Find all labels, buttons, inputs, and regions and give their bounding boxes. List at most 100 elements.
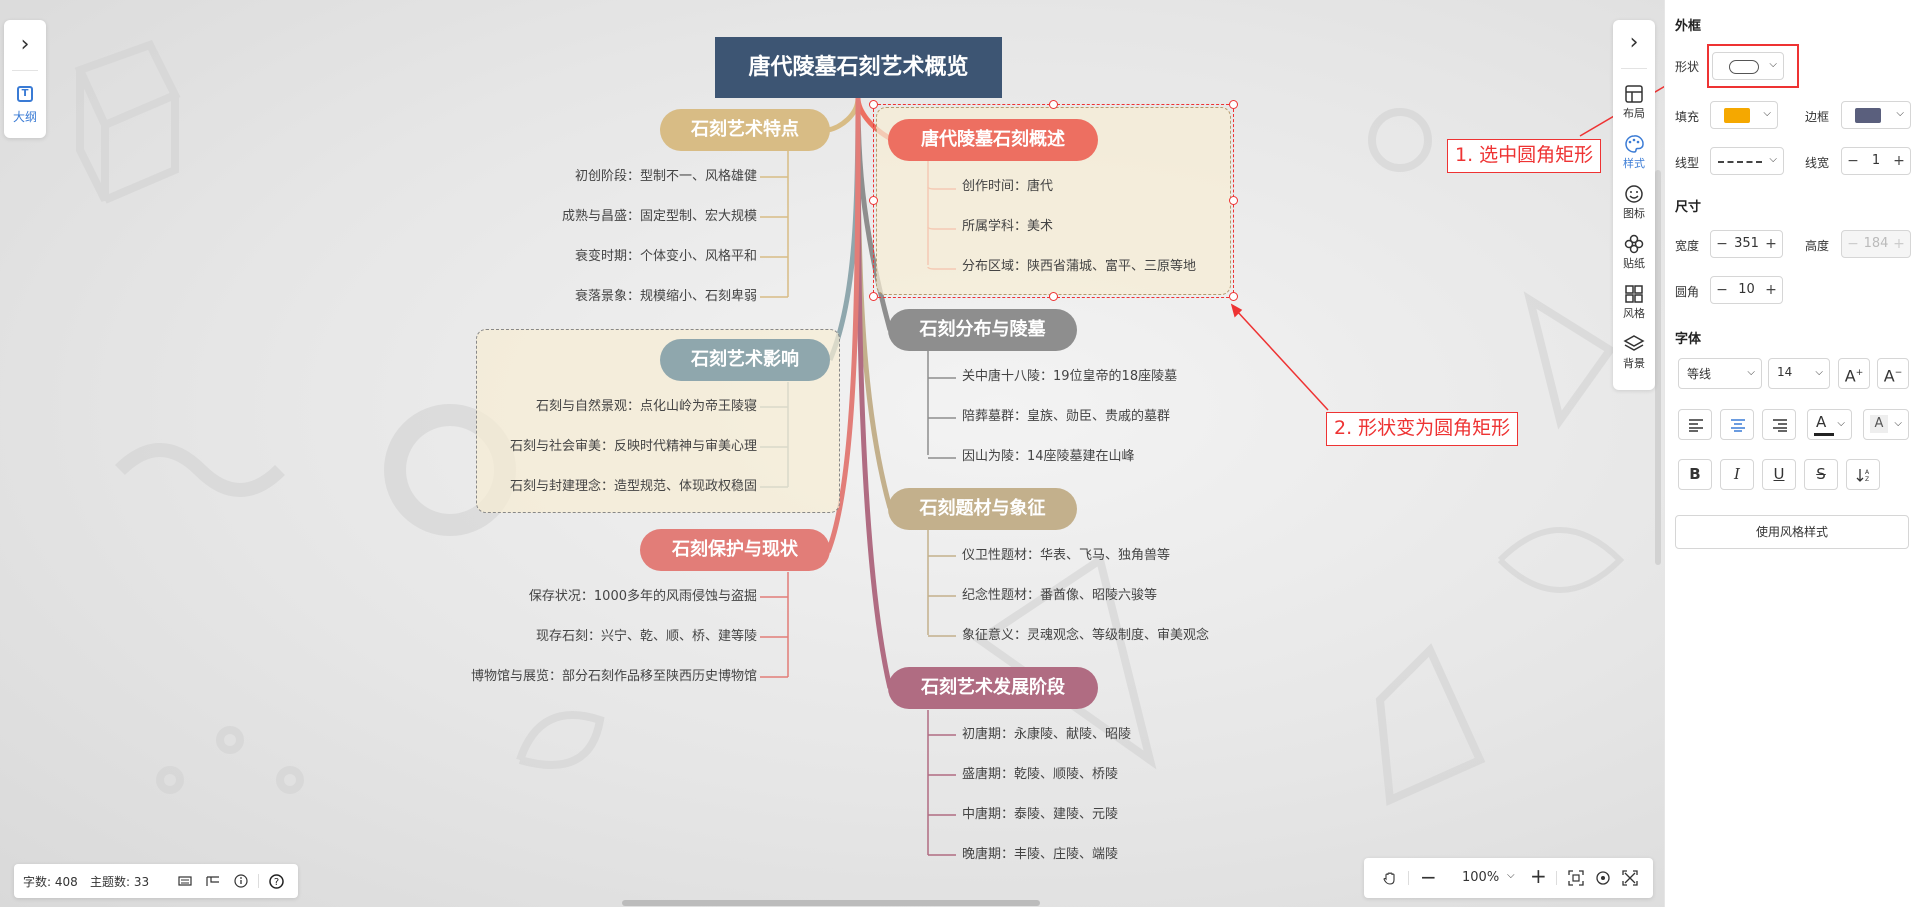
- shape-label: 形状: [1675, 60, 1700, 74]
- structure-icon[interactable]: [206, 875, 220, 887]
- sort-icon: AZ: [1856, 469, 1870, 483]
- decrement-button[interactable]: −: [1847, 153, 1859, 169]
- topic-subjects[interactable]: 石刻题材与象征: [888, 488, 1077, 530]
- tool-style[interactable]: 样式: [1613, 134, 1655, 171]
- root-topic[interactable]: 唐代陵墓石刻艺术概览: [715, 37, 1002, 98]
- topic-overview[interactable]: 唐代陵墓石刻概述: [888, 119, 1098, 161]
- topic-preservation[interactable]: 石刻保护与现状: [640, 529, 830, 571]
- leaf-node[interactable]: 初创阶段：型制不一、风格雄健: [574, 169, 757, 184]
- leaf-node[interactable]: 衰变时期：个体变小、风格平和: [574, 249, 757, 264]
- chevron-down-icon[interactable]: ⌵: [1507, 870, 1515, 881]
- topic-distribution[interactable]: 石刻分布与陵墓: [888, 309, 1077, 351]
- leaf-node[interactable]: 仪卫性题材：华表、飞马、独角兽等: [962, 548, 1171, 563]
- resize-handle[interactable]: [1049, 292, 1058, 301]
- leaf-node[interactable]: 石刻与社会审美：反映时代精神与审美心理: [509, 439, 757, 454]
- increment-button[interactable]: +: [1765, 282, 1777, 298]
- zoom-level[interactable]: 100%: [1462, 870, 1500, 885]
- fit-screen-icon[interactable]: [1568, 870, 1584, 886]
- leaf-node[interactable]: 所属学科：美术: [962, 219, 1054, 234]
- increment-button[interactable]: +: [1765, 236, 1777, 252]
- apply-style-button[interactable]: 使用风格样式: [1675, 515, 1909, 549]
- line-type-select[interactable]: ⌵: [1710, 147, 1784, 175]
- width-stepper[interactable]: − 351 +: [1710, 230, 1783, 258]
- leaf-node[interactable]: 衰落景象：规模缩小、石刻卑弱: [574, 289, 757, 304]
- tool-layout[interactable]: 布局: [1613, 84, 1655, 121]
- resize-handle[interactable]: [869, 292, 878, 301]
- hand-icon[interactable]: [1382, 870, 1398, 886]
- leaf-node[interactable]: 现存石刻：兴宁、乾、顺、桥、建等陵: [535, 629, 757, 644]
- font-size-select[interactable]: 14 ⌵: [1768, 358, 1830, 389]
- resize-handle[interactable]: [1229, 292, 1238, 301]
- increase-font-button[interactable]: A+: [1838, 358, 1870, 389]
- tool-background[interactable]: 背景: [1613, 334, 1655, 371]
- leaf-node[interactable]: 因山为陵：14座陵墓建在山峰: [962, 449, 1135, 464]
- decrement-button: −: [1847, 236, 1859, 252]
- font-family-select[interactable]: 等线 ⌵: [1678, 358, 1762, 389]
- leaf-node[interactable]: 象征意义：灵魂观念、等级制度、审美观念: [962, 628, 1210, 643]
- help-icon[interactable]: ?: [269, 874, 284, 889]
- vertical-scrollbar[interactable]: [1655, 170, 1661, 565]
- italic-button[interactable]: I: [1720, 459, 1754, 490]
- increment-button[interactable]: +: [1893, 153, 1905, 169]
- resize-handle[interactable]: [1049, 100, 1058, 109]
- keyboard-icon[interactable]: [178, 875, 192, 887]
- resize-handle[interactable]: [1229, 100, 1238, 109]
- tool-sticker[interactable]: 贴纸: [1613, 234, 1655, 271]
- leaf-node[interactable]: 创作时间：唐代: [962, 179, 1054, 194]
- border-color-select[interactable]: ⌵: [1841, 101, 1911, 129]
- leaf-node[interactable]: 博物馆与展览：部分石刻作品移至陕西历史博物馆: [470, 669, 757, 684]
- topic-stages[interactable]: 石刻艺术发展阶段: [888, 667, 1098, 709]
- leaf-node[interactable]: 纪念性题材：番酋像、昭陵六骏等: [962, 588, 1158, 603]
- locate-center-icon[interactable]: [1595, 870, 1611, 886]
- decrement-button[interactable]: −: [1716, 236, 1728, 252]
- leaf-node[interactable]: 石刻与封建理念：造型规范、体现政权稳固: [509, 479, 757, 494]
- leaf-node[interactable]: 晚唐期：丰陵、庄陵、端陵: [962, 847, 1119, 862]
- leaf-node[interactable]: 陪葬墓群：皇族、勋臣、贵戚的墓群: [962, 409, 1171, 424]
- zoom-out-button[interactable]: −: [1420, 865, 1437, 889]
- align-center-button[interactable]: [1720, 409, 1754, 440]
- align-right-button[interactable]: [1762, 409, 1796, 440]
- underline-button[interactable]: U: [1762, 459, 1796, 490]
- tool-label: 背景: [1623, 357, 1645, 370]
- strikethrough-button[interactable]: S: [1804, 459, 1838, 490]
- zoom-in-button[interactable]: +: [1530, 864, 1547, 888]
- mindmap-canvas[interactable]: 唐代陵墓石刻艺术概览 唐代陵墓石刻概述 创作时间：唐代 所属学科：美术 分布区域…: [0, 0, 1664, 907]
- leaf-node[interactable]: 盛唐期：乾陵、顺陵、桥陵: [962, 767, 1119, 782]
- grid-style-icon: [1625, 285, 1643, 303]
- leaf-node[interactable]: 初唐期：永康陵、献陵、昭陵: [962, 727, 1132, 742]
- expand-panel-button[interactable]: ›: [20, 32, 30, 57]
- fill-color-select[interactable]: ⌵: [1710, 101, 1778, 129]
- leaf-node[interactable]: 保存状况：1000多年的风雨侵蚀与盗掘: [528, 589, 757, 604]
- leaf-node[interactable]: 石刻与自然景观：点化山岭为帝王陵寝: [535, 399, 757, 414]
- resize-handle[interactable]: [869, 100, 878, 109]
- corner-radius-value[interactable]: 10: [1738, 282, 1755, 297]
- leaf-node[interactable]: 中唐期：泰陵、建陵、元陵: [962, 807, 1119, 822]
- horizontal-scrollbar[interactable]: [622, 900, 1040, 906]
- topic-influence[interactable]: 石刻艺术影响: [660, 339, 830, 381]
- width-value[interactable]: 351: [1734, 236, 1759, 251]
- topic-features[interactable]: 石刻艺术特点: [660, 109, 830, 151]
- outline-label[interactable]: 大纲: [12, 110, 37, 124]
- tool-theme[interactable]: 风格: [1613, 284, 1655, 321]
- fullscreen-icon[interactable]: [1622, 870, 1638, 886]
- text-color-select[interactable]: A ⌵: [1807, 409, 1852, 440]
- leaf-node[interactable]: 成熟与昌盛：固定型制、宏大规模: [561, 209, 757, 224]
- collapse-panel-button[interactable]: ›: [1629, 30, 1639, 55]
- line-width-value[interactable]: 1: [1871, 153, 1881, 168]
- resize-handle[interactable]: [1229, 196, 1238, 205]
- decrease-font-button[interactable]: A−: [1877, 358, 1909, 389]
- leaf-node[interactable]: 分布区域：陕西省蒲城、富平、三原等地: [962, 259, 1197, 274]
- resize-handle[interactable]: [869, 196, 878, 205]
- line-width-stepper[interactable]: − 1 +: [1841, 147, 1911, 175]
- outline-icon[interactable]: T: [17, 86, 33, 102]
- info-icon[interactable]: [234, 874, 248, 888]
- shape-select[interactable]: ⌵: [1712, 52, 1784, 80]
- highlight-color-select[interactable]: A ⌵: [1863, 409, 1909, 440]
- decrement-button[interactable]: −: [1716, 282, 1728, 298]
- corner-radius-stepper[interactable]: − 10 +: [1710, 276, 1783, 304]
- align-left-button[interactable]: [1678, 409, 1712, 440]
- tool-icon[interactable]: 图标: [1613, 184, 1655, 221]
- bold-button[interactable]: B: [1678, 459, 1712, 490]
- leaf-node[interactable]: 关中唐十八陵：19位皇帝的18座陵墓: [962, 369, 1178, 384]
